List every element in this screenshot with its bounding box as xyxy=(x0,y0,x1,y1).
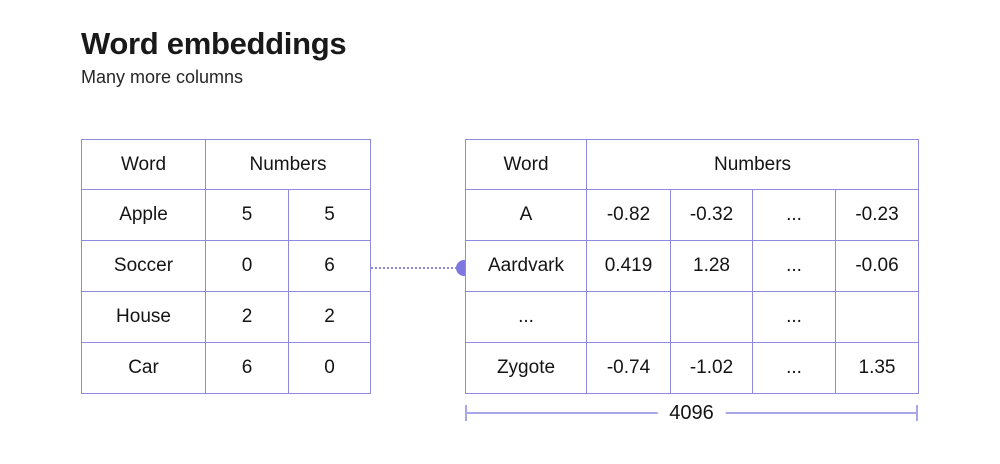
table-row: Apple 5 5 xyxy=(81,189,372,241)
dotted-line xyxy=(371,267,457,269)
cell-word: Zygote xyxy=(465,342,587,394)
cell-word: Aardvark xyxy=(465,240,587,292)
simple-embeddings-table: Word Numbers Apple 5 5 Soccer 0 6 House … xyxy=(81,139,372,394)
cell-value: 2 xyxy=(287,291,372,343)
cell-value xyxy=(670,291,753,343)
dimension-label: 4096 xyxy=(657,398,726,428)
dimension-cap-right xyxy=(916,405,918,421)
cell-ellipsis: ... xyxy=(752,342,836,394)
table-row: ... ... xyxy=(465,291,920,343)
table-row: House 2 2 xyxy=(81,291,372,343)
cell-value: 6 xyxy=(287,240,372,292)
cell-value: -0.82 xyxy=(586,189,671,241)
column-header-numbers: Numbers xyxy=(204,139,372,190)
cell-value: 5 xyxy=(287,189,372,241)
cell-value: 5 xyxy=(205,189,289,241)
cell-value: -0.23 xyxy=(834,189,920,241)
cell-value: -0.06 xyxy=(834,240,920,292)
cell-word: A xyxy=(465,189,587,241)
table-header-row: Word Numbers xyxy=(81,139,372,190)
full-embeddings-table: Word Numbers A -0.82 -0.32 ... -0.23 Aar… xyxy=(465,139,920,394)
table-header-row: Word Numbers xyxy=(465,139,920,190)
table-row: Aardvark 0.419 1.28 ... -0.06 xyxy=(465,240,920,292)
column-header-word: Word xyxy=(465,139,587,190)
cell-value: 2 xyxy=(205,291,289,343)
cell-ellipsis: ... xyxy=(752,291,836,343)
table-row: Soccer 0 6 xyxy=(81,240,372,292)
page-title: Word embeddings xyxy=(81,26,347,61)
cell-value xyxy=(834,291,920,343)
cell-word: Apple xyxy=(81,189,206,241)
cell-value: 1.35 xyxy=(834,342,920,394)
cell-value: -0.74 xyxy=(586,342,671,394)
cell-value: -0.32 xyxy=(670,189,753,241)
cell-word: House xyxy=(81,291,206,343)
cell-ellipsis: ... xyxy=(752,240,836,292)
cell-value: 1.28 xyxy=(670,240,753,292)
table-row: Zygote -0.74 -1.02 ... 1.35 xyxy=(465,342,920,394)
cell-ellipsis: ... xyxy=(752,189,836,241)
column-header-numbers: Numbers xyxy=(585,139,920,190)
cell-value: 6 xyxy=(205,342,289,394)
column-header-word: Word xyxy=(81,139,206,190)
heading-block: Word embeddings Many more columns xyxy=(81,26,347,89)
cell-value: 0.419 xyxy=(586,240,671,292)
table-row: Car 6 0 xyxy=(81,342,372,394)
cell-word: Soccer xyxy=(81,240,206,292)
table-row: A -0.82 -0.32 ... -0.23 xyxy=(465,189,920,241)
page-subtitle: Many more columns xyxy=(81,66,244,87)
cell-value: -1.02 xyxy=(670,342,753,394)
cell-value: 0 xyxy=(287,342,372,394)
dimension-cap-left xyxy=(465,405,467,421)
cell-value: 0 xyxy=(205,240,289,292)
dimension-bracket: 4096 xyxy=(465,398,918,428)
cell-ellipsis: ... xyxy=(465,291,587,343)
cell-word: Car xyxy=(81,342,206,394)
cell-value xyxy=(586,291,671,343)
table-connector xyxy=(371,260,472,278)
